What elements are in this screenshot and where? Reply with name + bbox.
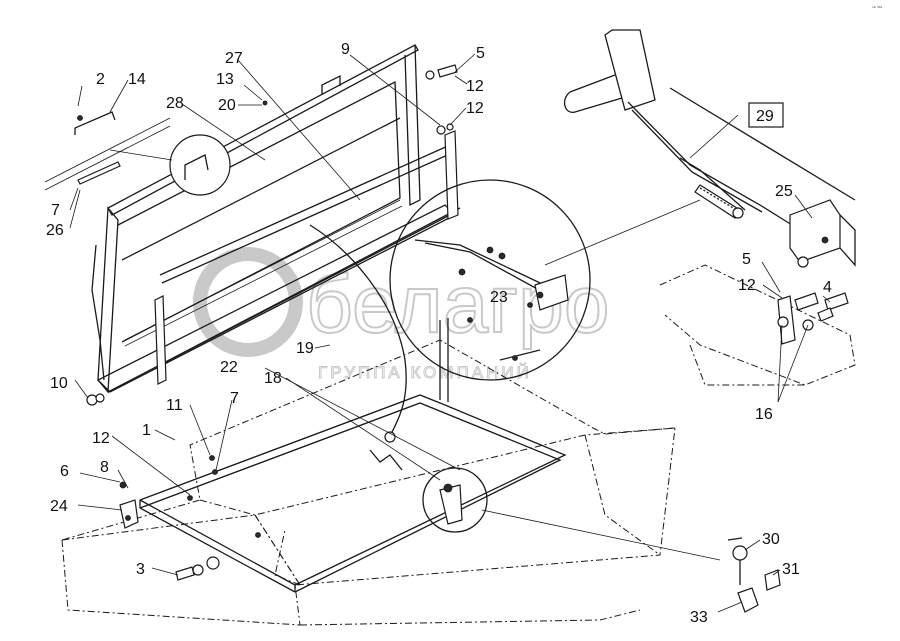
bolt-10 (86, 393, 105, 406)
callout-12-right: 12 (738, 277, 756, 294)
callout-1: 1 (142, 422, 151, 439)
callout-9: 9 (341, 41, 350, 58)
callout-5-right: 5 (742, 251, 751, 268)
callout-7-mid: 7 (230, 390, 239, 407)
callout-29: 29 (756, 108, 774, 125)
callout-19: 19 (296, 340, 314, 357)
callout-30: 30 (762, 531, 780, 548)
lower-frame (139, 318, 567, 593)
callout-28: 28 (166, 95, 184, 112)
callout-27: 27 (225, 50, 243, 67)
callout-31: 31 (782, 561, 800, 578)
callout-labels: 2 14 13 27 9 5 12 12 28 20 7 26 23 19 22… (46, 41, 832, 626)
callout-4: 4 (823, 279, 832, 296)
callout-8: 8 (100, 459, 109, 476)
top-fasteners (425, 64, 458, 135)
callout-5-top: 5 (476, 45, 485, 62)
rod-19 (309, 224, 407, 471)
callout-2: 2 (96, 71, 105, 88)
callout-26: 26 (46, 222, 64, 239)
corner-mark: ⁿᵉ ˢˢˢ (872, 5, 882, 11)
callout-17: 14 (128, 71, 146, 88)
watermark-tagline: ГРУППА КОМПАНИЙ (318, 363, 532, 382)
handle-detail (44, 100, 268, 196)
callout-13: 12 (466, 100, 484, 117)
lower-left-fasteners (119, 455, 261, 581)
callout-29-box (748, 102, 784, 128)
callout-6: 6 (60, 463, 69, 480)
callout-24: 24 (50, 498, 68, 515)
callout-18: 18 (264, 370, 282, 387)
bolt-5-right (794, 292, 819, 311)
bolt-4 (817, 292, 849, 322)
lid-assembly (91, 44, 461, 394)
callout-23: 23 (490, 289, 508, 306)
watermark: белагро ГРУППА КОМПАНИЙ (193, 247, 611, 383)
right-bracket (659, 264, 856, 386)
callout-33: 33 (690, 609, 708, 626)
callout-14: 13 (216, 71, 234, 88)
callout-3: 3 (136, 561, 145, 578)
hopper-body (61, 339, 676, 626)
callout-25: 25 (775, 183, 793, 200)
latch (422, 467, 721, 561)
watermark-brand: белагро (306, 259, 610, 350)
callout-12-left: 12 (92, 430, 110, 447)
callout-10: 10 (50, 375, 68, 392)
linkage-detail (389, 179, 701, 381)
leader-lines (69, 53, 831, 613)
callout-16: 16 (755, 406, 773, 423)
callout-12-top: 12 (466, 78, 484, 95)
callout-22: 22 (220, 359, 238, 376)
callout-20: 20 (218, 97, 236, 114)
callout-11: 11 (166, 397, 183, 414)
callout-7-left: 7 (51, 202, 60, 219)
latch-detail (727, 537, 781, 613)
spring-mechanism (563, 29, 856, 268)
